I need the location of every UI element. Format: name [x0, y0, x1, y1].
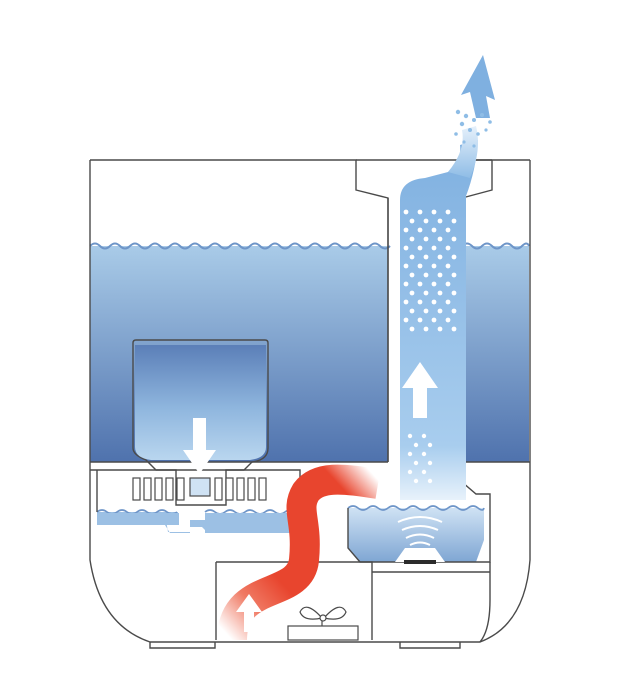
mist-dot [423, 218, 429, 224]
mist-dot [423, 326, 429, 332]
mist-dot [409, 272, 415, 278]
mist-dot [417, 227, 423, 233]
mist-dot [437, 308, 443, 314]
mist-particles [403, 209, 457, 484]
mist-dot [403, 209, 409, 215]
mist-dot [451, 326, 457, 332]
mist-dot [409, 218, 415, 224]
mist-dot [423, 290, 429, 296]
fan-icon [287, 606, 359, 641]
mist-dot [413, 460, 419, 466]
mist-dot [403, 245, 409, 251]
mist-dot [421, 451, 427, 457]
mist-dot [451, 236, 457, 242]
mist-dot [445, 281, 451, 287]
rising-mist-arrow-icon [402, 362, 438, 418]
mist-dot [409, 326, 415, 332]
mist-dot [423, 236, 429, 242]
lower-basin-water [96, 509, 297, 533]
mist-dot [445, 317, 451, 323]
mist-dot [431, 245, 437, 251]
mist-dot [427, 442, 433, 448]
mist-dot [421, 469, 427, 475]
mist-dot [437, 218, 443, 224]
airflow-stream [217, 464, 381, 642]
ultrasonic-wave-icon [397, 516, 443, 546]
mist-dot [427, 460, 433, 466]
mist-dot [403, 281, 409, 287]
mist-dot [445, 209, 451, 215]
mist-dot [431, 281, 437, 287]
airflow-arrow-icon [236, 594, 262, 632]
mist-dot [451, 272, 457, 278]
mist-dot [437, 272, 443, 278]
mist-dot [409, 290, 415, 296]
transducer [395, 548, 445, 564]
mist-dot [407, 451, 413, 457]
mist-dot [431, 209, 437, 215]
mist-dot [451, 308, 457, 314]
mist-dot [417, 245, 423, 251]
mist-dot [427, 478, 433, 484]
outlet-spray [454, 109, 492, 148]
mist-dot [423, 308, 429, 314]
mist-dot [431, 263, 437, 269]
mist-dot [437, 326, 443, 332]
mist-dot [451, 218, 457, 224]
mist-dot [431, 317, 437, 323]
mist-dot [423, 272, 429, 278]
mist-dot [413, 478, 419, 484]
mist-dot [407, 469, 413, 475]
mist-dot [409, 254, 415, 260]
mist-dot [417, 281, 423, 287]
mist-dot [445, 227, 451, 233]
mist-dot [431, 227, 437, 233]
valve-grate [132, 477, 267, 501]
mist-dot [417, 317, 423, 323]
mist-dot [437, 290, 443, 296]
mist-dot [445, 245, 451, 251]
mist-dot [413, 442, 419, 448]
mist-dot [403, 299, 409, 305]
water-feed-arrow-icon [183, 418, 216, 474]
mist-dot [409, 308, 415, 314]
mist-dot [417, 299, 423, 305]
mist-dot [451, 290, 457, 296]
mist-dot [403, 317, 409, 323]
mist-dot [409, 236, 415, 242]
mist-dot [445, 263, 451, 269]
mist-dot [417, 209, 423, 215]
housing-outline [89, 159, 531, 649]
mist-dot [437, 236, 443, 242]
tank-water-surface [89, 242, 391, 250]
mist-dot [451, 254, 457, 260]
mist-dot [407, 433, 413, 439]
inner-cup-water [135, 345, 266, 460]
mist-dot [421, 433, 427, 439]
mist-dot [445, 299, 451, 305]
mist-dot [437, 254, 443, 260]
mist-dot [403, 263, 409, 269]
mist-dot [403, 227, 409, 233]
mist-dot [431, 299, 437, 305]
mist-dot [423, 254, 429, 260]
mist-dot [417, 263, 423, 269]
mist-outlet-arrow-icon [461, 55, 495, 118]
